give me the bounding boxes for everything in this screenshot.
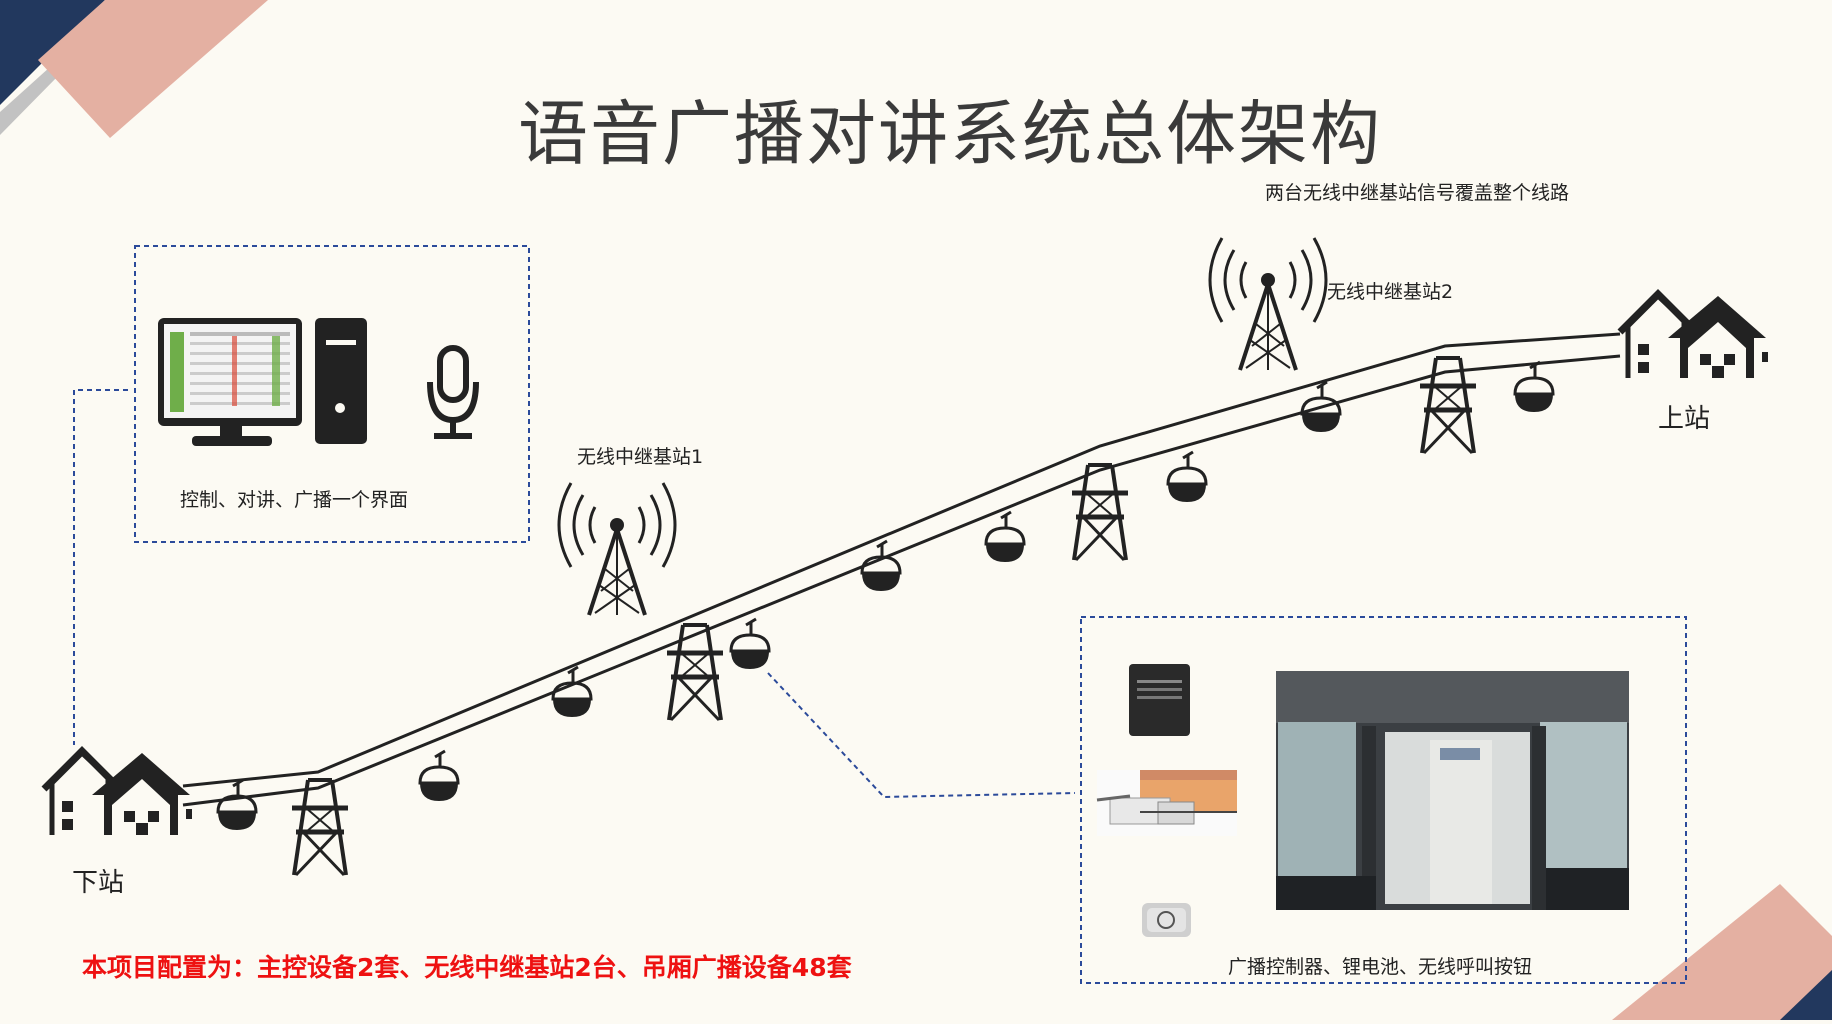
lithium-battery-image — [1096, 770, 1237, 836]
page-title: 语音广播对讲系统总体架构 — [518, 93, 1382, 175]
cable-car-icon — [1513, 360, 1555, 414]
pylon-icon — [667, 625, 723, 720]
house-icon — [1620, 294, 1768, 378]
gondola-interior-photo — [1276, 671, 1629, 910]
cableway-cables — [182, 332, 1621, 807]
wireless-call-button-image — [1142, 903, 1191, 937]
cable-car-icon — [216, 778, 258, 832]
console-link-line — [73, 389, 128, 745]
lower-station-label: 下站 — [72, 868, 125, 898]
pylon-icon — [292, 780, 348, 875]
microphone-icon — [427, 345, 479, 439]
cable-car-icon — [551, 665, 593, 719]
base-station-1-label: 无线中继基站1 — [577, 446, 704, 468]
corner-decoration-bottom-right — [1612, 884, 1832, 1020]
upper-station-label: 上站 — [1658, 404, 1711, 434]
radio-tower-icon — [1208, 236, 1328, 372]
pc-tower-icon — [315, 318, 367, 444]
control-console-box — [134, 245, 530, 543]
corner-decoration-top-left — [0, 0, 268, 138]
cable-car-icon — [984, 510, 1026, 564]
broadcast-controller-image — [1129, 664, 1190, 736]
radio-tower-icon — [557, 481, 677, 617]
cable-car-icon — [729, 617, 771, 671]
cable-car-icon — [418, 749, 460, 803]
computer-monitor-icon — [158, 318, 302, 446]
base-station-2-label: 无线中继基站2 — [1327, 281, 1454, 303]
gondola-link-line — [767, 672, 1076, 799]
cable-car-icon — [1166, 450, 1208, 504]
coverage-note: 两台无线中继基站信号覆盖整个线路 — [1265, 182, 1570, 204]
equipment-label: 广播控制器、锂电池、无线呼叫按钮 — [1228, 956, 1533, 978]
config-note: 本项目配置为：主控设备2套、无线中继基站2台、吊厢广播设备48套 — [82, 953, 852, 982]
control-interface-label: 控制、对讲、广播一个界面 — [180, 489, 409, 511]
equipment-box — [1080, 616, 1687, 984]
house-icon — [44, 751, 192, 835]
